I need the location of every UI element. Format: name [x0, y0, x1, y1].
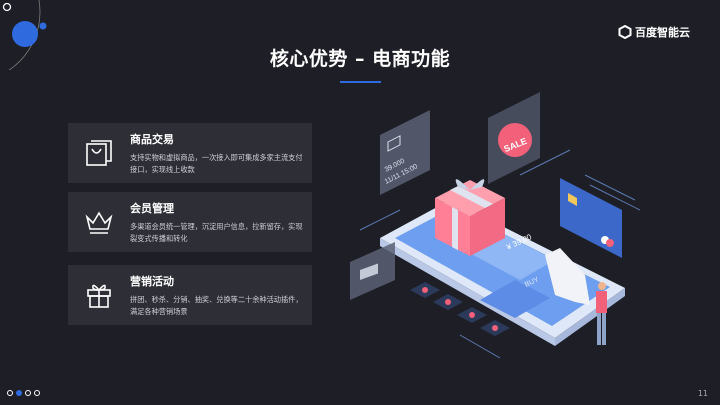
pagination-dots: [7, 390, 40, 396]
baidu-cloud-logo-icon: [618, 25, 632, 39]
brand-logo: 百度智能云: [618, 24, 690, 40]
page-dot[interactable]: [25, 390, 31, 396]
crown-icon: [85, 211, 113, 234]
page-dot[interactable]: [34, 390, 40, 396]
page-dot[interactable]: [7, 390, 13, 396]
buy-button: [480, 280, 550, 318]
card-title: 会员管理: [130, 202, 174, 215]
page-title: 核心优势 – 电商功能: [269, 48, 451, 70]
feature-card-member: 会员管理多渠道会员统一管理，沉淀用户信息，拉新留存，实现裂变式传播和转化: [68, 192, 312, 252]
feature-card-marketing: 营销活动拼团、秒杀、分销、抽奖、兑换等二十余种活动插件，满足各种营销场景: [68, 265, 312, 325]
page-dot-active[interactable]: [16, 390, 22, 396]
gift-box: [435, 179, 505, 256]
card-description: 多渠道会员统一管理，沉淀用户信息，拉新留存，实现裂变式传播和转化: [130, 222, 303, 243]
feature-card-trade: 商品交易支持实物和虚拟商品，一次接入即可集成多家主流支付接口，实现线上收款: [68, 123, 312, 183]
gift-icon: [87, 284, 111, 308]
decor-circles: [2, 0, 47, 70]
sale-panel: SALE: [488, 92, 540, 184]
ecommerce-illustration: ¥ 39.00 BUY 39.000 11/11 15:00 SALE: [350, 92, 640, 359]
card-description: 支持实物和虚拟商品，一次接入即可集成多家主流支付接口，实现线上收款: [130, 153, 303, 174]
page-number: 11: [697, 389, 708, 398]
brand-name: 百度智能云: [635, 26, 690, 39]
title-underline: [340, 81, 381, 83]
person: [596, 282, 607, 345]
order-panel: 39.000 11/11 15:00: [380, 110, 430, 195]
card-title: 营销活动: [130, 275, 174, 288]
delivery-panel: [350, 242, 395, 300]
card-description: 拼团、秒杀、分销、抽奖、兑换等二十余种活动插件，满足各种营销场景: [130, 295, 303, 316]
app-nav-icons: [410, 282, 510, 336]
shopping-bag-icon: [86, 140, 112, 166]
card-title: 商品交易: [130, 133, 174, 146]
credit-card: [560, 178, 622, 258]
receipt: [545, 248, 590, 305]
